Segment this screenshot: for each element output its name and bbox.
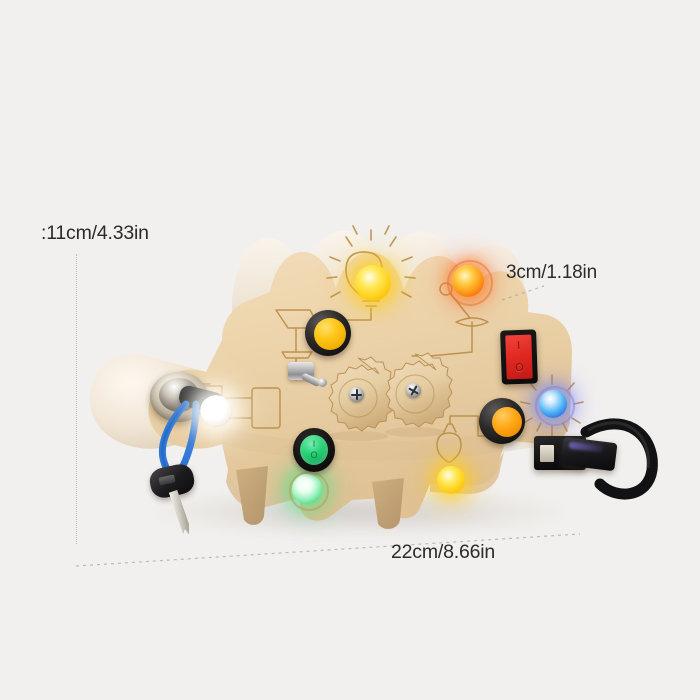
orange-knob[interactable] xyxy=(479,398,525,444)
green-led-ring xyxy=(289,471,329,511)
rocker-off-glyph: O xyxy=(514,361,524,374)
blue-led-ring xyxy=(535,386,575,426)
gear-left-screw xyxy=(349,387,364,402)
yellow-led-hang[interactable] xyxy=(437,466,465,494)
green-rocker-button[interactable]: I O xyxy=(293,428,335,472)
depth-dimension-label: 3cm/1.18in xyxy=(506,262,597,283)
green-rocker-face[interactable]: I O xyxy=(300,435,328,465)
height-dimension-label: :11cm/4.33in xyxy=(41,222,149,244)
usb-plug-sheen xyxy=(568,441,604,453)
toggle-switch[interactable] xyxy=(288,362,332,392)
white-led[interactable] xyxy=(200,395,232,427)
red-rocker-face[interactable]: I O xyxy=(505,334,533,380)
orange-led-ring xyxy=(447,260,493,306)
width-dimension-label: 22cm/8.66in xyxy=(391,541,496,563)
depth-dimension-line xyxy=(501,285,545,301)
gear-right-screw xyxy=(406,383,421,398)
green-rocker-on-glyph: I xyxy=(312,439,316,449)
usb-port-slot xyxy=(540,445,554,462)
green-rocker-off-glyph: O xyxy=(310,450,318,460)
yellow-knob[interactable] xyxy=(305,310,351,356)
height-dimension-line xyxy=(76,254,78,544)
rocker-on-glyph: I xyxy=(516,339,521,352)
gear-pair[interactable] xyxy=(318,352,458,444)
toggle-tip xyxy=(318,378,327,387)
width-dimension-line xyxy=(75,533,581,567)
red-rocker-switch[interactable]: I O xyxy=(500,329,538,385)
yellow-led-bulb[interactable] xyxy=(355,265,391,301)
